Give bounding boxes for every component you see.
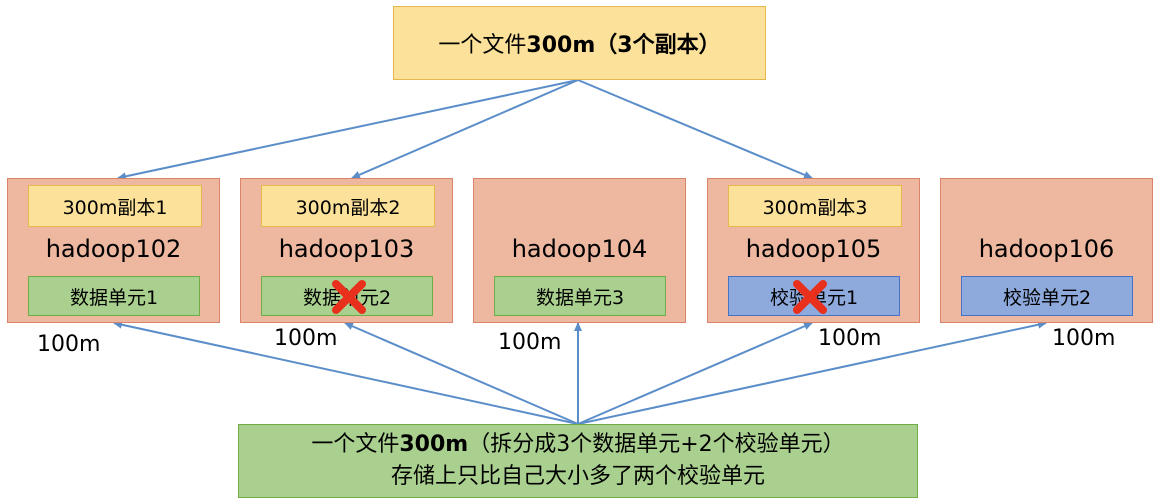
- arrow-top-to-hadoop103: [351, 79, 579, 179]
- host-label: hadoop105: [745, 235, 882, 263]
- replica-badge: 300m副本2: [261, 185, 435, 227]
- erasure-description-line1: 一个文件300m（拆分成3个数据单元+2个校验单元）: [311, 432, 845, 457]
- check-unit: 校验单元2: [961, 276, 1133, 316]
- size-label: 100m: [498, 330, 562, 355]
- data-unit: 数据单元1: [28, 276, 200, 316]
- failure-x-icon: [793, 280, 827, 314]
- size-label: 100m: [37, 332, 101, 357]
- erasure-description-line2: 存储上只比自己大小多了两个校验单元: [390, 464, 765, 489]
- size-label: 100m: [274, 326, 338, 351]
- node-hadoop105: 300m副本3 hadoop105 校验单元1: [707, 178, 920, 323]
- arrow-top-to-hadoop105: [577, 79, 813, 179]
- host-label: hadoop103: [278, 235, 415, 263]
- erasure-coded-file-box: 一个文件300m（拆分成3个数据单元+2个校验单元） 存储上只比自己大小多了两个…: [238, 424, 918, 498]
- node-hadoop102: 300m副本1 hadoop102 数据单元1: [7, 178, 220, 323]
- size-label: 100m: [818, 326, 882, 351]
- arrow-bottom-to-hadoop106: [577, 320, 1047, 425]
- host-label: hadoop106: [978, 235, 1115, 263]
- host-label: hadoop104: [511, 235, 648, 263]
- replica-badge: 300m副本3: [728, 185, 902, 227]
- node-hadoop106: hadoop106 校验单元2: [940, 178, 1153, 323]
- size-label: 100m: [1052, 326, 1116, 351]
- arrow-top-to-hadoop102: [117, 79, 579, 181]
- node-hadoop103: 300m副本2 hadoop103 数据单元2: [240, 178, 453, 323]
- arrow-bottom-to-hadoop105: [577, 322, 813, 425]
- source-file-box: 一个文件300m（3个副本）: [393, 6, 766, 80]
- node-hadoop104: hadoop104 数据单元3: [473, 178, 686, 323]
- replica-badge: 300m副本1: [28, 185, 202, 227]
- host-label: hadoop102: [45, 235, 182, 263]
- source-file-label: 一个文件300m（3个副本）: [438, 33, 721, 58]
- failure-x-icon: [332, 280, 366, 314]
- data-unit: 数据单元3: [494, 276, 666, 316]
